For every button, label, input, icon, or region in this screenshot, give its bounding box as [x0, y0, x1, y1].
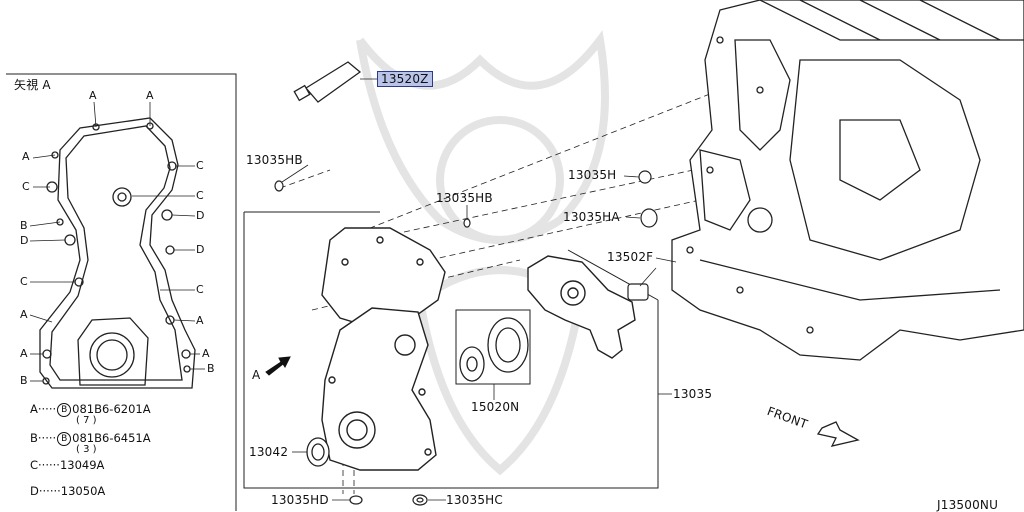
- legend-key: D: [30, 484, 39, 498]
- part-callout-13035hb[interactable]: 13035HB: [436, 191, 493, 205]
- engine-block: [671, 0, 1024, 361]
- bolt-mark: B: [20, 374, 28, 387]
- legend-part-number[interactable]: 081B6-6201A: [72, 402, 151, 416]
- bolt-circle-icon: B: [57, 402, 72, 417]
- bolt-mark: A: [202, 347, 210, 360]
- part-callout-13035hc[interactable]: 13035HC: [446, 493, 503, 507]
- bolt-mark: D: [196, 243, 205, 256]
- part-callout-13035[interactable]: 13035: [673, 387, 713, 401]
- bolt-circle-icon: B: [57, 431, 72, 446]
- legend-qty: ( 7 ): [76, 415, 97, 426]
- sealant-tube: [293, 61, 362, 103]
- bolt-mark: B: [207, 362, 215, 375]
- legend-qty: ( 3 ): [76, 444, 97, 455]
- part-leader-lines: [281, 78, 677, 501]
- legend-part-number[interactable]: 13050A: [60, 484, 106, 498]
- bolt-mark: C: [196, 159, 204, 172]
- legend-row-c: C······13049A: [30, 458, 105, 472]
- legend-row-d: D······13050A: [30, 484, 106, 498]
- part-callout-13035hd[interactable]: 13035HD: [271, 493, 329, 507]
- part-callout-13502f[interactable]: 13502F: [607, 250, 654, 264]
- front-cover-part: [321, 227, 446, 471]
- bolt-mark: A: [20, 308, 28, 321]
- bolt-mark: D: [20, 234, 29, 247]
- view-a-leader-lines: [29, 101, 205, 382]
- view-a-title: 矢視 A: [14, 78, 51, 92]
- bolt-mark: A: [22, 150, 30, 163]
- part-callout-13520z[interactable]: 13520Z: [377, 71, 433, 87]
- assembly-box: [243, 211, 659, 489]
- view-a-frame: [6, 73, 237, 511]
- diagram-code: J13500NU: [937, 498, 999, 512]
- bolt-mark: D: [196, 209, 205, 222]
- part-callout-13042[interactable]: 13042: [249, 445, 289, 459]
- legend-part-number[interactable]: 081B6-6451A: [72, 431, 151, 445]
- part-callout-15020n[interactable]: 15020N: [471, 400, 520, 414]
- view-arrow-label: A: [252, 368, 261, 382]
- bolt-mark: A: [20, 347, 28, 360]
- bolt-mark: A: [146, 89, 154, 102]
- part-callout-13035hb[interactable]: 13035HB: [246, 153, 303, 167]
- bolt-mark: C: [196, 283, 204, 296]
- legend-part-number[interactable]: 13049A: [59, 458, 105, 472]
- bolt-mark: C: [22, 180, 30, 193]
- part-callout-13035ha[interactable]: 13035HA: [563, 210, 620, 224]
- view-a-cover-drawing: [39, 117, 196, 389]
- legend-key: B: [30, 431, 38, 445]
- bolt-mark: A: [196, 314, 204, 327]
- pump-rotors: [459, 317, 529, 382]
- bolt-mark: C: [20, 275, 28, 288]
- legend-key: C: [30, 458, 39, 472]
- oil-pump-part: [527, 255, 636, 359]
- part-callout-13035h[interactable]: 13035H: [568, 168, 617, 182]
- bolt-mark: A: [89, 89, 97, 102]
- front-oil-seal: [306, 437, 330, 467]
- bolt-mark: C: [196, 189, 204, 202]
- watermark-logo: [356, 30, 609, 476]
- legend-key: A: [30, 402, 38, 416]
- bolt-mark: B: [20, 219, 28, 232]
- front-arrow: [816, 421, 860, 447]
- view-a-arrow: [265, 356, 291, 376]
